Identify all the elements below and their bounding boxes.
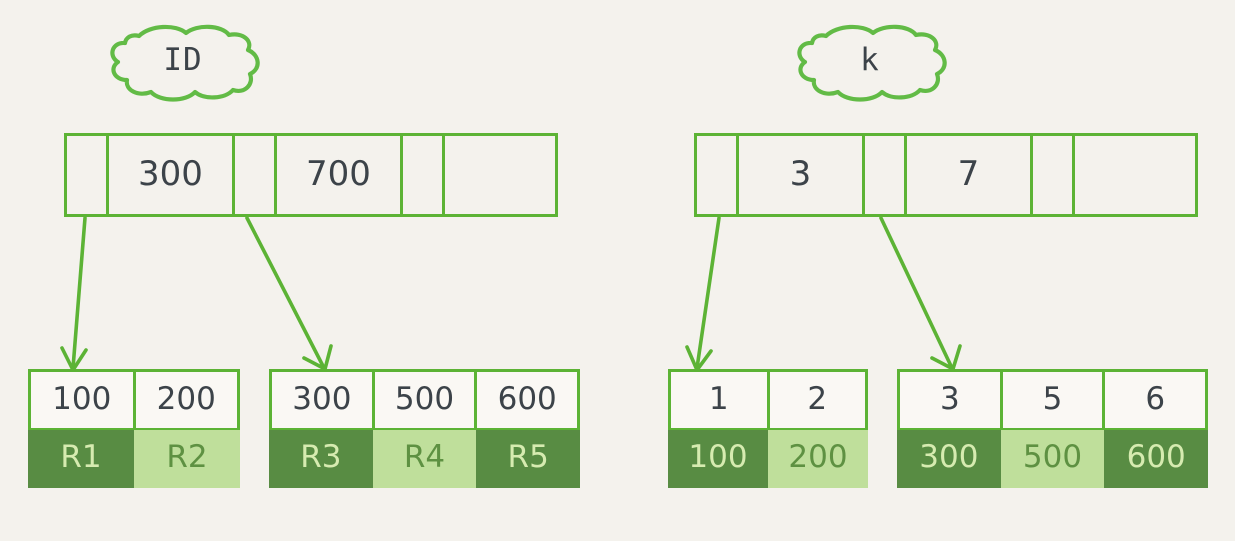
root-pointer-cell[interactable] bbox=[403, 136, 445, 214]
leaf-data-cell: R4 bbox=[372, 430, 477, 488]
arrow-id-ptr1-to-leaf3 bbox=[685, 216, 721, 372]
leaf-data-row: 100 200 bbox=[668, 430, 868, 488]
leaf-data-cell: 200 bbox=[768, 430, 868, 488]
leaf-key-row: 1 2 bbox=[668, 369, 868, 431]
leaf-data-cell: R5 bbox=[476, 430, 581, 488]
root-key-cell: 3 bbox=[739, 136, 865, 214]
cloud-callout-icon bbox=[797, 24, 947, 102]
leaf-key-cell: 100 bbox=[31, 372, 136, 428]
leaf-data-cell: R3 bbox=[269, 430, 373, 488]
leaf-key-cell: 2 bbox=[807, 381, 828, 417]
leaf-key-cell: 1 bbox=[671, 372, 770, 428]
leaf-node-3: 1 2 100 200 bbox=[668, 369, 868, 488]
root-pointer-cell[interactable] bbox=[235, 136, 277, 214]
root-pointer-cell[interactable] bbox=[697, 136, 739, 214]
root-pointer-cell[interactable] bbox=[1033, 136, 1075, 214]
leaf-data-cell: R2 bbox=[134, 430, 240, 488]
leaf-key-cell: 500 bbox=[375, 372, 478, 428]
root-key-cell: 7 bbox=[907, 136, 1033, 214]
leaf-data-cell: 500 bbox=[1000, 430, 1105, 488]
leaf-data-cell: 600 bbox=[1104, 430, 1209, 488]
root-key-cell: 700 bbox=[277, 136, 403, 214]
leaf-data-cell: 100 bbox=[668, 430, 768, 488]
leaf-node-1: 100 200 R1 R2 bbox=[28, 369, 240, 488]
leaf-key-row: 300 500 600 bbox=[269, 369, 580, 431]
arrow-id-ptr1-to-leaf1 bbox=[60, 216, 88, 372]
root-key-cell: 300 bbox=[109, 136, 235, 214]
leaf-data-row: 300 500 600 bbox=[897, 430, 1209, 488]
tree-label-k: k bbox=[785, 22, 955, 102]
leaf-key-cell: 5 bbox=[1003, 372, 1106, 428]
tree-label-id-text: ID bbox=[163, 42, 203, 78]
leaf-node-4: 3 5 6 300 500 600 bbox=[897, 369, 1209, 488]
leaf-key-cell: 3 bbox=[900, 372, 1003, 428]
leaf-key-row: 3 5 6 bbox=[897, 369, 1208, 431]
root-pointer-cell[interactable] bbox=[865, 136, 907, 214]
leaf-data-cell: R1 bbox=[28, 430, 134, 488]
root-node-id: 300 700 bbox=[64, 133, 558, 217]
root-pointer-cell[interactable] bbox=[67, 136, 109, 214]
leaf-key-cell: 600 bbox=[497, 381, 557, 417]
leaf-key-cell: 200 bbox=[156, 381, 216, 417]
root-empty-cell bbox=[445, 136, 555, 214]
leaf-data-row: R1 R2 bbox=[28, 430, 240, 488]
leaf-key-cell: 300 bbox=[272, 372, 375, 428]
leaf-data-row: R3 R4 R5 bbox=[269, 430, 581, 488]
root-empty-cell bbox=[1075, 136, 1195, 214]
leaf-key-cell: 6 bbox=[1145, 381, 1166, 417]
arrow-id-ptr2-to-leaf4 bbox=[879, 216, 962, 371]
tree-label-id: ID bbox=[98, 22, 268, 102]
root-node-k: 3 7 bbox=[694, 133, 1198, 217]
cloud-callout-icon bbox=[110, 24, 260, 102]
leaf-data-cell: 300 bbox=[897, 430, 1001, 488]
leaf-key-row: 100 200 bbox=[28, 369, 240, 431]
tree-label-k-text: k bbox=[860, 42, 880, 78]
arrow-id-ptr2-to-leaf2 bbox=[245, 216, 333, 371]
leaf-node-2: 300 500 600 R3 R4 R5 bbox=[269, 369, 581, 488]
